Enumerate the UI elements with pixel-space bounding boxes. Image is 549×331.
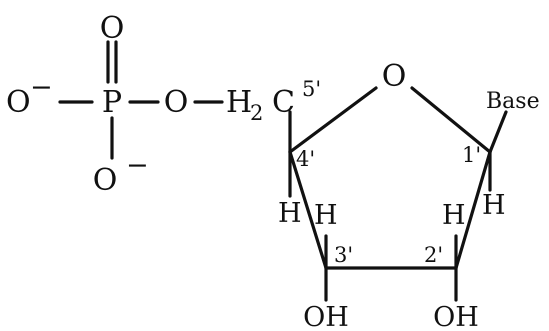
bridge-oxygen: O — [164, 85, 189, 120]
c1-hydrogen: H — [482, 190, 506, 221]
phosphate-oxygen-bottom: O — [93, 163, 118, 198]
c2-position-label: 2' — [424, 243, 443, 267]
phosphate-oxygen-top: O — [100, 11, 125, 46]
base-label: Base — [486, 89, 540, 114]
c3-hydroxyl: OH — [303, 302, 349, 331]
c3-hydrogen: H — [314, 200, 338, 231]
phosphate-oxygen-bottom-charge: − — [126, 150, 149, 181]
ring-oxygen: O — [382, 59, 407, 94]
c3-position-label: 3' — [334, 243, 353, 267]
c4-position-label: 4' — [296, 147, 315, 171]
ch2-subscript: 2 — [250, 101, 263, 125]
phosphate-oxygen-left-charge: − — [30, 72, 53, 103]
c4-hydrogen: H — [278, 198, 302, 229]
c2-hydrogen: H — [442, 200, 466, 231]
ring-c1-c2-bond — [454, 150, 492, 270]
c5-position-label: 5' — [302, 77, 321, 101]
c1-position-label: 1' — [462, 143, 481, 167]
c1-base-bond — [488, 110, 508, 154]
ring-c4-o-bond — [288, 86, 378, 154]
c2-hydroxyl: OH — [433, 302, 479, 331]
ring-c4-c3-bond — [288, 150, 328, 270]
phosphate-oxygen-left: O — [6, 85, 31, 120]
c5-carbon: C — [272, 85, 295, 120]
phosphorus-atom: P — [102, 85, 122, 120]
ring-o-c1-bond — [410, 86, 492, 154]
ch2-hydrogen: H — [226, 85, 252, 120]
